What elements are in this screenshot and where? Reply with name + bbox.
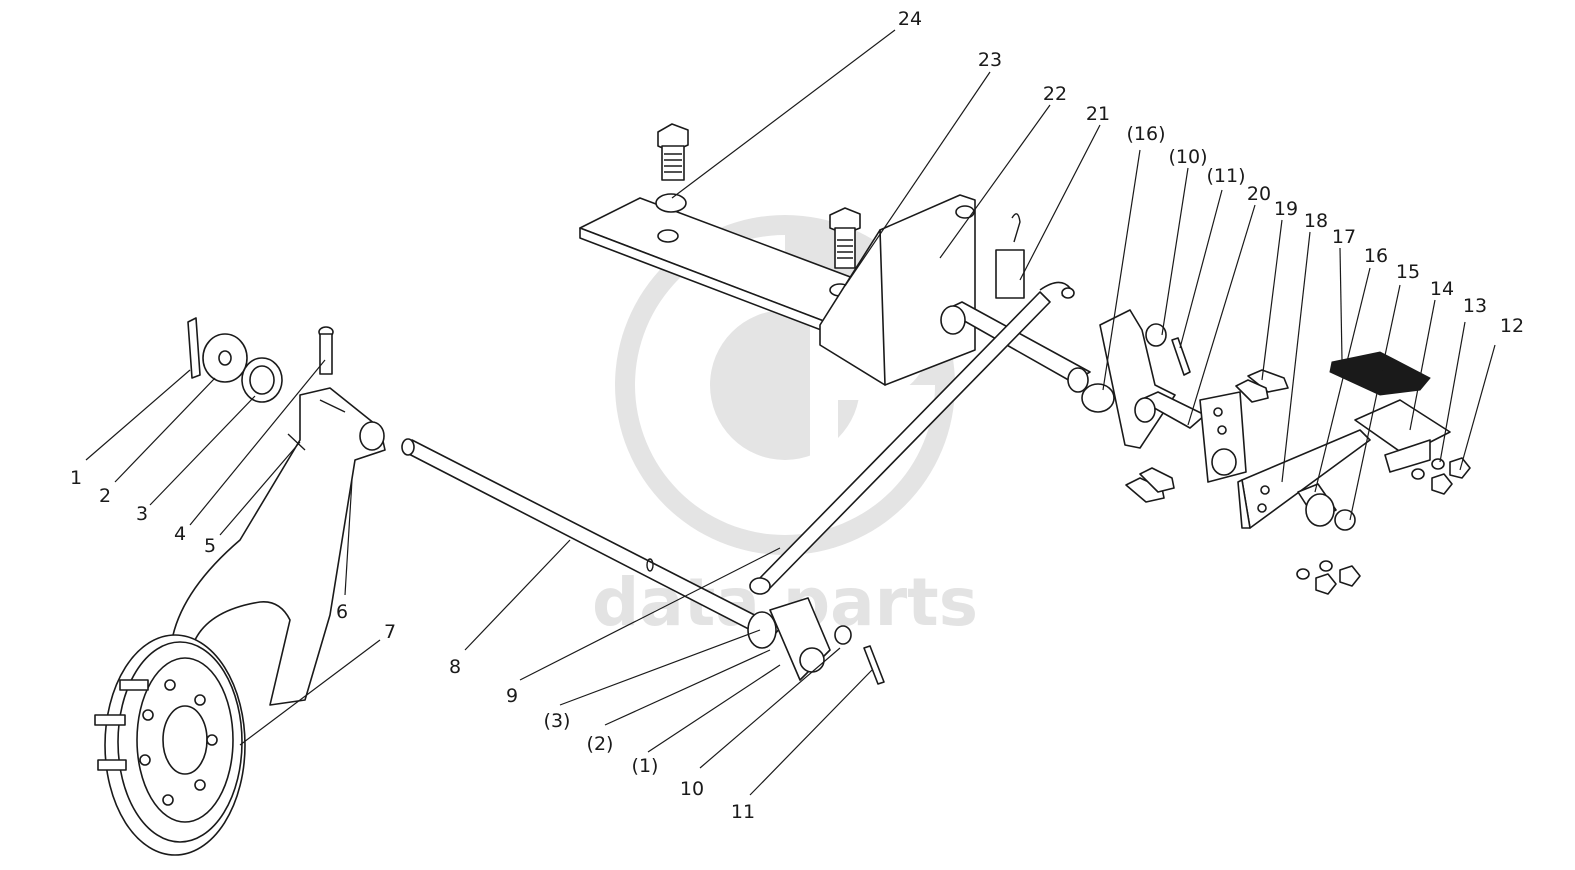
label-4: 4 [174,523,186,545]
pin-11p [1171,337,1191,376]
spring-21 [995,213,1025,299]
pin-4 [318,326,334,375]
bush-16 [1297,483,1337,527]
label-9: 9 [506,685,518,707]
label-22: 22 [1043,83,1067,105]
label-13: 13 [1463,295,1487,317]
label-10p: (10) [1168,146,1207,168]
label-15: 15 [1396,261,1420,283]
lever-plate-16 [1081,309,1176,449]
washer-2 [202,333,248,383]
label-12: 12 [1500,315,1524,337]
label-18: 18 [1304,210,1328,232]
label-3p: (3) [544,710,571,732]
label-14: 14 [1430,278,1454,300]
pedal-pad-17 [1329,351,1431,396]
label-5: 5 [204,535,216,557]
label-16p: (16) [1126,123,1165,145]
shaft-20 [1134,391,1206,429]
bolt-23 [829,207,861,269]
label-17: 17 [1332,226,1356,248]
rod-9 [749,281,1075,595]
plate-20 [1199,391,1247,483]
label-8: 8 [449,656,461,678]
fork-6 [169,387,386,706]
label-7: 7 [384,621,396,643]
pedal-plate-14 [1354,399,1451,473]
lever-small [747,597,885,685]
label-24: 24 [898,8,922,30]
label-1p: (1) [632,755,659,777]
label-2: 2 [99,485,111,507]
label-16: 16 [1364,245,1388,267]
label-2p: (2) [587,733,614,755]
leader-lines [85,29,1496,796]
part-labels: 1 2 3 4 5 6 7 8 9 (3) (2) (1) 10 11 12 1… [70,8,1524,823]
cross-shaft [940,301,1091,393]
label-6: 6 [336,601,348,623]
label-20: 20 [1247,183,1271,205]
label-21: 21 [1086,103,1110,125]
label-23: 23 [978,49,1002,71]
label-19: 19 [1274,198,1298,220]
label-11: 11 [731,801,755,823]
bolts-19 [1125,369,1289,503]
pin-1 [187,317,201,379]
label-1: 1 [70,467,82,489]
hub-7 [94,634,246,856]
label-10: 10 [680,778,704,800]
label-11p: (11) [1206,165,1245,187]
bolt-24 [657,123,689,181]
circlip-15 [1334,509,1356,531]
pedal-arm-18 [1237,429,1371,529]
label-3: 3 [136,503,148,525]
bearing-3 [241,357,283,403]
